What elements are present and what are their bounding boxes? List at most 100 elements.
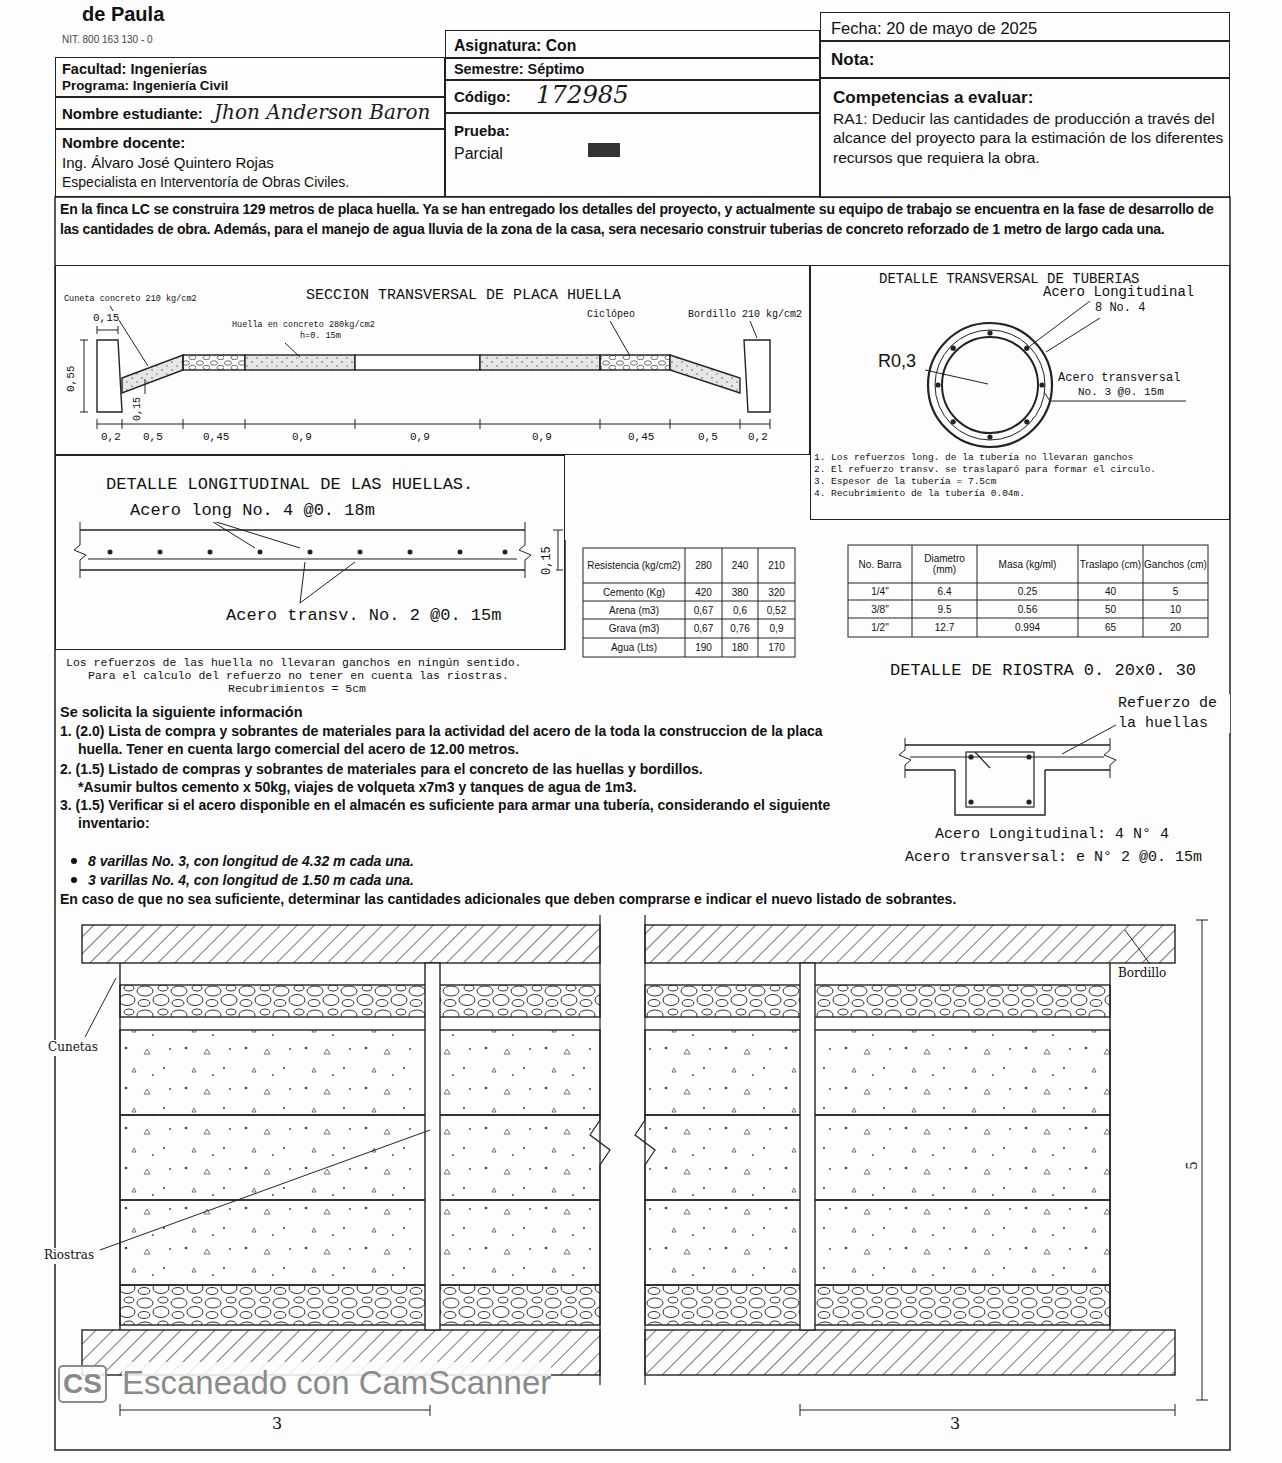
table-cell: Diametro (mm): [913, 546, 976, 582]
slab-detail: [108, 550, 508, 555]
header-cell: Fecha: 20 de mayo de 2025: [820, 12, 1230, 42]
question-text: 2. (1.5) Listado de compras y sobrantes …: [60, 760, 860, 778]
pipe-drawing: [935, 330, 1044, 439]
cell-title: Fecha: 20 de mayo de 2025: [831, 19, 1037, 40]
brace-label: DETALLE DE RIOSTRA 0. 20x0. 30: [890, 660, 1196, 682]
plan-label: 5: [1183, 1161, 1201, 1170]
table-cell: 240: [723, 549, 757, 582]
section-drawing: [145, 379, 146, 394]
mix-table-grid: [583, 548, 795, 657]
slab-detail: [210, 520, 355, 603]
intro-text: En la finca LC se construira 129 metros …: [60, 199, 1225, 240]
table-cell: 180: [723, 639, 757, 656]
slab-detail: [74, 522, 531, 578]
brace-detail: [899, 738, 1116, 778]
plan-drawing: [120, 1030, 600, 1115]
header-cell: Nombre docente:Ing. Álvaro José Quintero…: [55, 129, 445, 197]
watermark: CS: [58, 1365, 107, 1403]
table-cell: 5: [1144, 584, 1207, 599]
plan-drawing: [120, 985, 600, 1017]
header-cell: Asignatura: Con: [445, 30, 820, 58]
plan-drawing: [1196, 920, 1208, 1400]
pipe-drawing: [1039, 382, 1044, 387]
table-cell: 320: [759, 584, 794, 600]
pipe-label: No. 3 @0. 15m: [1078, 385, 1164, 399]
pipe-drawing: [987, 434, 992, 439]
plan-drawing: [120, 1285, 600, 1325]
table-cell: Cemento (Kg): [584, 584, 684, 600]
section-label: 0,2: [748, 430, 768, 444]
plan-drawing: [82, 915, 1208, 1416]
slab-detail: [458, 550, 463, 555]
section-label: 0,9: [532, 430, 552, 444]
plan-drawing: [645, 1115, 1110, 1200]
section-drawing: [670, 355, 740, 393]
plan-label: Bordillo: [1118, 966, 1166, 982]
table-cell: 50: [1079, 601, 1142, 617]
brace-detail: [968, 754, 1031, 804]
brace-detail: [975, 752, 990, 768]
table-cell: 380: [723, 584, 757, 600]
header-cell: Nombre estudiante:Jhon Anderson Baron: [55, 97, 445, 129]
pipe-drawing: [935, 382, 940, 387]
section-label: 0,5: [698, 430, 718, 444]
question-text: 1. (2.0) Lista de compra y sobrantes de …: [60, 722, 860, 758]
cell-text: Jhon Anderson Baron: [214, 100, 430, 125]
table-cell: Resistencia (kg/cm2): [584, 549, 684, 582]
plan-drawing: [645, 1030, 1110, 1115]
table-cell: Arena (m3): [584, 602, 684, 618]
cell-title: Nota:: [831, 49, 874, 70]
page-frame: [55, 197, 1230, 1450]
section-drawing: [744, 340, 770, 412]
section-label: Ciclópeo: [587, 308, 635, 321]
cell-text: Ing. Álvaro José Quintero Rojas: [62, 154, 274, 173]
table-cell: 12.7: [913, 619, 976, 636]
header-cell: Semestre: Séptimo: [445, 58, 820, 80]
table-cell: 190: [686, 639, 721, 656]
table-cell: Grava (m3): [584, 620, 684, 637]
table-cell: 0,6: [723, 602, 757, 618]
plan-drawing: [85, 930, 1150, 1250]
pipe-drawing: [951, 346, 956, 351]
brace-label: Acero transversal: e N° 2 @0. 15m: [905, 848, 1202, 868]
plan-drawing: [800, 963, 815, 1330]
mix-table-grid: [583, 548, 795, 657]
table-cell: 6.4: [913, 584, 976, 599]
cell-title: Asignatura: Con: [454, 36, 576, 56]
header-mark: [588, 143, 620, 157]
brace-detail: [968, 799, 973, 804]
section-label: 0,15: [131, 397, 144, 421]
section-drawing: [97, 326, 118, 334]
plan-label: Cunetas: [48, 1040, 98, 1056]
pipe-drawing: [925, 301, 1186, 447]
section-label: h=0. 15m: [300, 331, 341, 342]
slab-detail: [108, 550, 113, 555]
slab-label: Recubrimientos = 5cm: [228, 682, 366, 697]
brace-detail: [1026, 799, 1031, 804]
plan-drawing: [119, 963, 120, 1330]
section-label: Bordillo 210 kg/cm2: [688, 308, 802, 321]
table-cell: 0,67: [686, 602, 721, 618]
slab-detail: [503, 550, 508, 555]
brace-detail: [968, 754, 973, 759]
header-cell: Competencias a evaluar:RA1: Deducir las …: [820, 78, 1230, 198]
table-cell: Masa (kg/ml): [978, 546, 1077, 582]
brace-detail: [955, 770, 1045, 815]
section-drawing: [245, 355, 355, 370]
table-cell: 1/4": [849, 584, 911, 599]
section-drawing: [355, 355, 480, 370]
slab-detail: [208, 550, 213, 555]
pipe-drawing: [1024, 419, 1029, 424]
table-cell: 40: [1079, 584, 1142, 599]
pipe-drawing: [942, 337, 1038, 433]
table-cell: 9.5: [913, 601, 976, 617]
header-mark: [588, 143, 620, 157]
question-text: *Asumir bultos cemento x 50kg, viajes de…: [78, 778, 858, 796]
section-drawing: [183, 355, 245, 370]
section-drawing: [480, 355, 600, 370]
plan-label: 3: [272, 1414, 282, 1435]
plan-drawing: [1109, 963, 1110, 1330]
table-cell: 65: [1079, 619, 1142, 636]
slab-detail: [408, 550, 413, 555]
brace-detail: [1026, 754, 1031, 759]
